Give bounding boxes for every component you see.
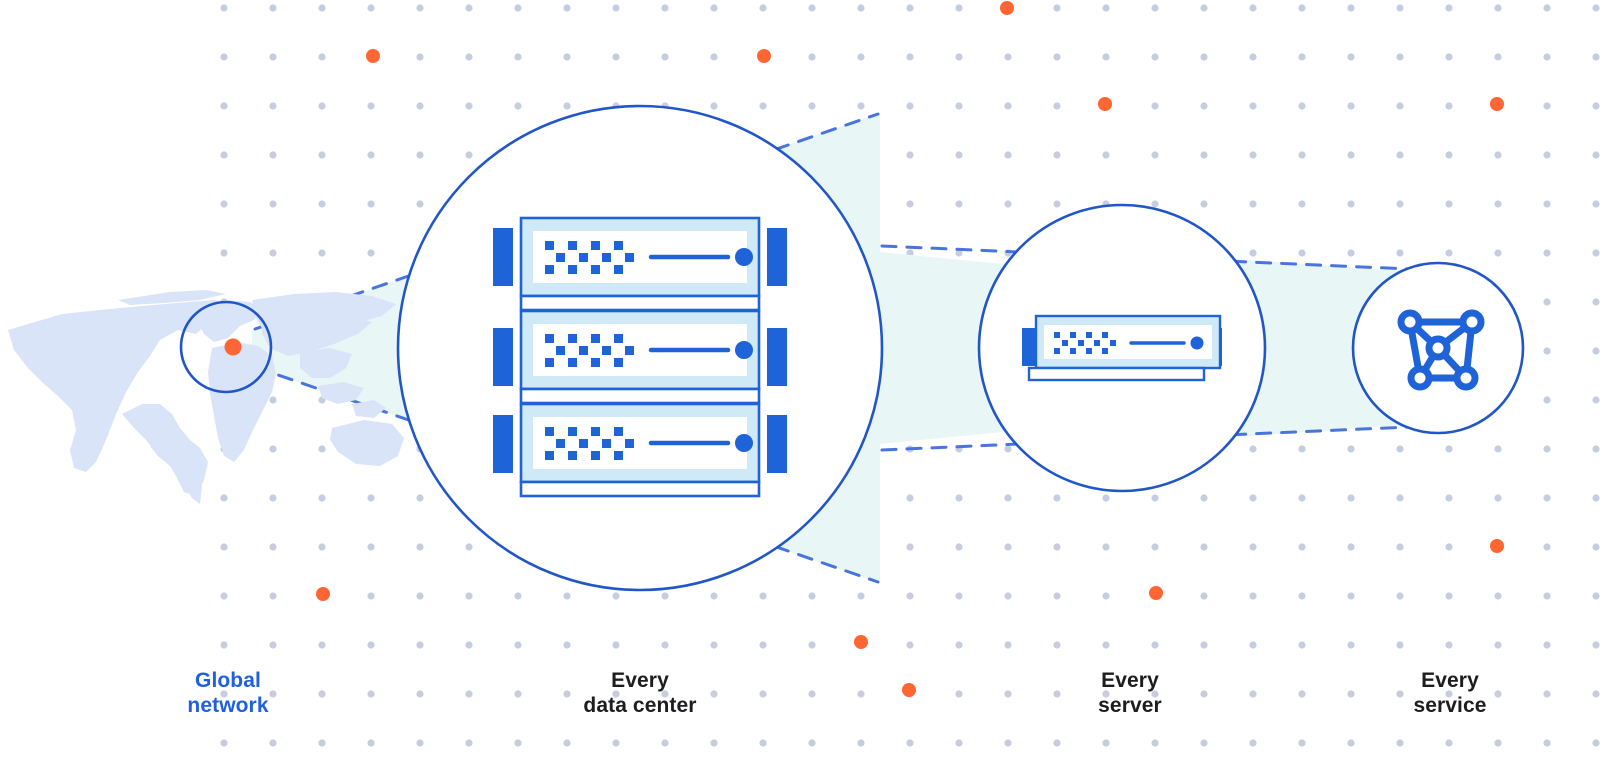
- network-graph-icon: [1397, 309, 1485, 391]
- rack-unit-3: [493, 402, 787, 484]
- orange-accent-dots: [316, 1, 1504, 697]
- stage-label-service: Every service: [1413, 669, 1487, 717]
- map-location-marker: [224, 338, 242, 356]
- stage-label-data-center: Every data center: [583, 669, 697, 717]
- stage-label-global-network: Global network: [187, 669, 269, 717]
- rack-unit-1: [493, 216, 787, 298]
- map-highlight-circle: [179, 300, 273, 394]
- server-rack-icon: [493, 216, 787, 498]
- rack-unit-2: [493, 309, 787, 391]
- world-map-icon: [8, 290, 404, 504]
- stage-label-server: Every server: [1098, 669, 1162, 717]
- server-unit-icon: [1022, 314, 1222, 382]
